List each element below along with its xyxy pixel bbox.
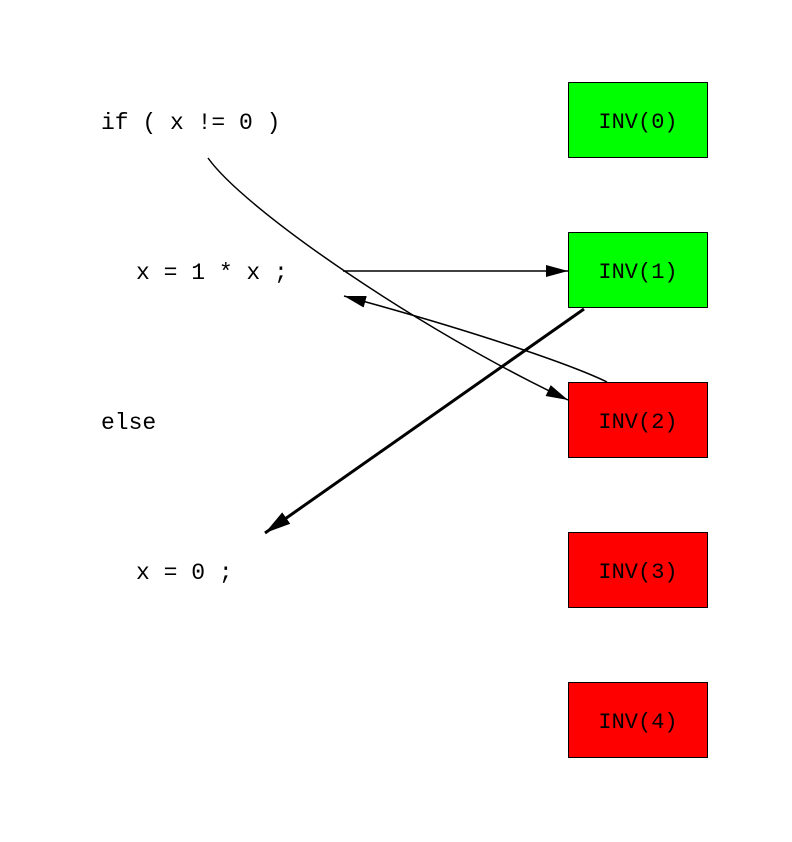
inv-label: INV(1) xyxy=(598,260,677,285)
inv-node-0: INV(0) xyxy=(568,82,708,158)
edge-inv1-to-assign-zero xyxy=(264,307,585,535)
inv-label: INV(4) xyxy=(598,710,677,735)
edge-if-to-inv2 xyxy=(207,157,569,401)
code-line-assign-mul: x = 1 * x ; xyxy=(136,260,288,286)
code-line-if: if ( x != 0 ) xyxy=(101,110,280,136)
code-line-assign-zero: x = 0 ; xyxy=(136,560,233,586)
inv-node-2: INV(2) xyxy=(568,382,708,458)
inv-node-3: INV(3) xyxy=(568,532,708,608)
inv-box xyxy=(568,532,708,608)
edge-inv2-to-assign xyxy=(343,295,608,383)
inv-label: INV(3) xyxy=(598,560,677,585)
inv-node-4: INV(4) xyxy=(568,682,708,758)
inv-box xyxy=(568,682,708,758)
inv-label: INV(2) xyxy=(598,410,677,435)
inv-box xyxy=(568,232,708,308)
inv-box xyxy=(568,82,708,158)
code-line-else: else xyxy=(101,410,156,436)
inv-box xyxy=(568,382,708,458)
inv-label: INV(0) xyxy=(598,110,677,135)
inv-node-1: INV(1) xyxy=(568,232,708,308)
